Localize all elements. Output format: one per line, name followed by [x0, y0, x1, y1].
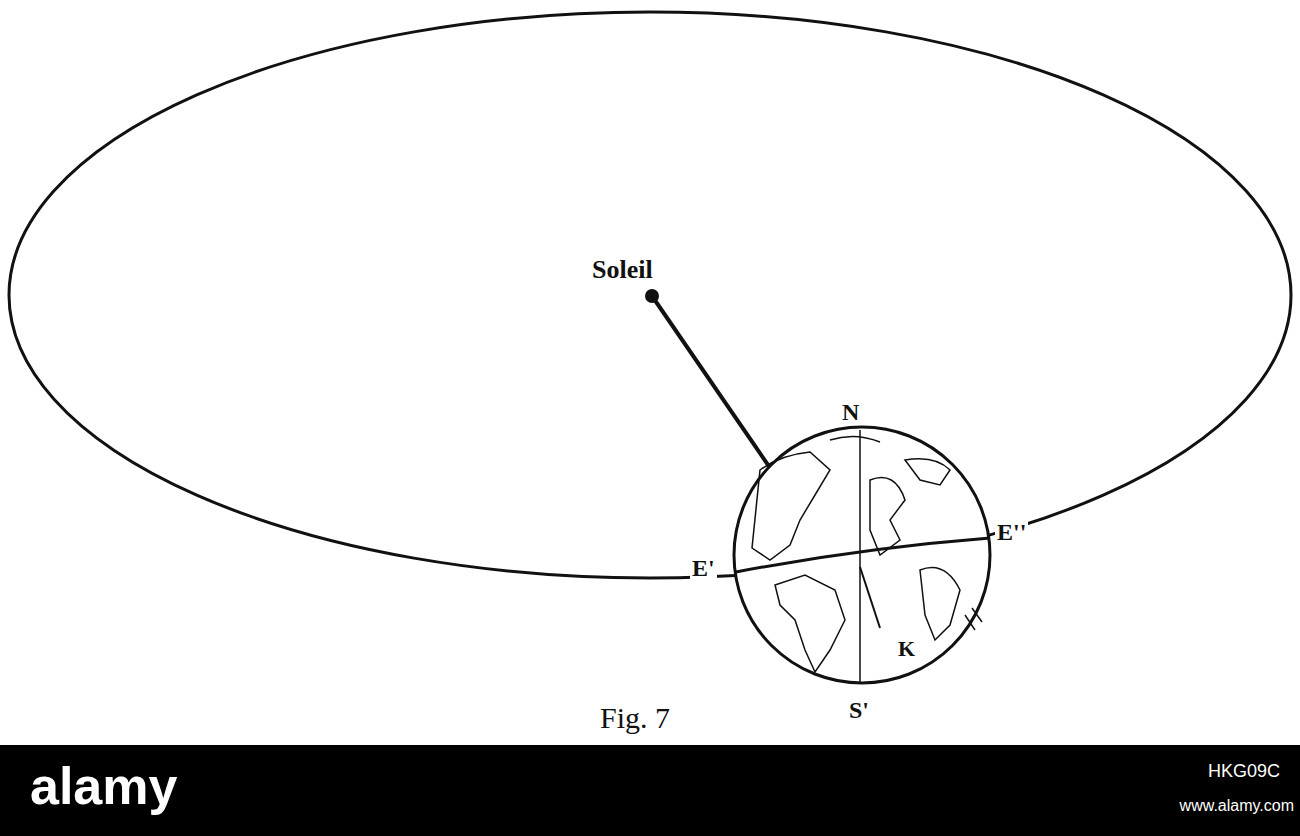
- image-id: HKG09C: [1206, 762, 1282, 780]
- orbit-ellipse: [9, 12, 1291, 578]
- point-label: E'': [995, 520, 1028, 544]
- pole-label: S': [847, 698, 871, 722]
- point-label: K: [896, 638, 917, 660]
- watermark-url: www.alamy.com: [1178, 798, 1296, 814]
- watermark-logo: alamy: [28, 760, 179, 812]
- earth-globe: [734, 427, 990, 683]
- sun-label: Soleil: [590, 257, 655, 283]
- figure-caption: Fig. 7: [598, 703, 672, 733]
- watermark-bar: [0, 745, 1300, 836]
- point-label: E': [690, 556, 717, 580]
- pole-label: N: [840, 400, 861, 424]
